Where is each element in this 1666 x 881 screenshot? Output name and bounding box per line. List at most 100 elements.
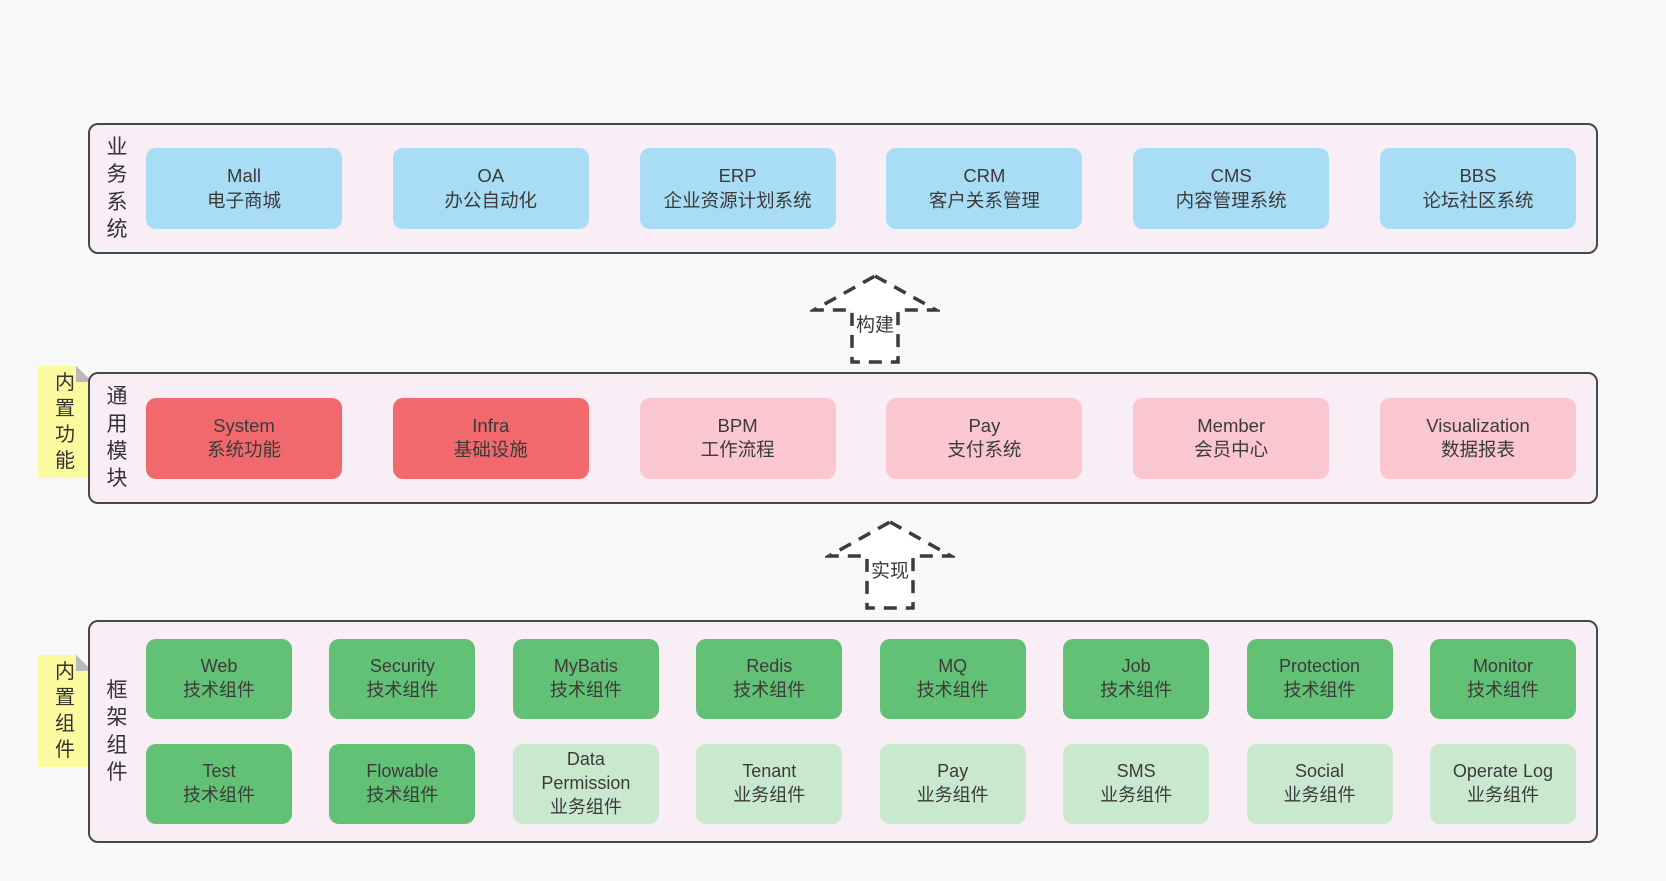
box-infra: Infra 基础设施 [392, 397, 589, 479]
box-title: Security [369, 656, 435, 677]
box-member: Member 会员中心 [1133, 397, 1330, 479]
box-social: Social 业务组件 [1246, 744, 1393, 824]
box-subtitle: 技术组件 [916, 680, 989, 700]
box-title: Monitor [1472, 656, 1533, 677]
panel-components-side-label: 框架组件 [106, 678, 128, 784]
sticky-note-text: 内置功能 [55, 372, 75, 472]
panel-business-systems: 业务系统 Mall 电子商城 OA 办公自动化 ERP 企业资源计划系统 CRM… [88, 123, 1598, 254]
box-title: MQ [938, 656, 968, 677]
box-web: Web 技术组件 [146, 639, 292, 719]
box-subtitle: 技术组件 [733, 680, 806, 700]
implement-arrow: 实现 [825, 518, 955, 612]
box-title: ERP [718, 165, 757, 187]
box-flowable: Flowable 技术组件 [329, 744, 476, 824]
box-title: Operate Log [1452, 761, 1553, 782]
panel-business-side-label: 业务系统 [106, 135, 128, 241]
box-mall: Mall 电子商城 [146, 148, 342, 229]
business-box-row: Mall 电子商城 OA 办公自动化 ERP 企业资源计划系统 CRM 客户关系… [130, 148, 1596, 229]
components-rows: Web 技术组件 Security 技术组件 MyBatis 技术组件 Redi… [130, 639, 1596, 824]
box-title: MyBatis [553, 656, 618, 677]
box-visualization: Visualization 数据报表 [1379, 397, 1576, 479]
box-crm: CRM 客户关系管理 [886, 148, 1083, 229]
box-subtitle: 业务组件 [1283, 785, 1356, 805]
box-tenant: Tenant 业务组件 [696, 744, 843, 824]
box-subtitle: 内容管理系统 [1175, 189, 1287, 211]
up-arrow-icon [810, 273, 940, 364]
box-title: Job [1121, 656, 1151, 677]
box-title: Data Permission [541, 749, 631, 794]
box-redis: Redis 技术组件 [696, 639, 843, 719]
sticky-note-builtin-features: 内置功能 [38, 366, 92, 478]
box-system: System 系统功能 [146, 397, 342, 479]
box-subtitle: 业务组件 [916, 785, 989, 805]
box-title: Visualization [1426, 414, 1530, 436]
components-row-2: Test 技术组件 Flowable 技术组件 Data Permission … [146, 744, 1576, 824]
box-title: BPM [717, 414, 758, 436]
sticky-note-builtin-components: 内置组件 [38, 655, 92, 767]
box-title: Pay [937, 761, 969, 782]
box-title: OA [477, 165, 505, 187]
box-subtitle: 业务组件 [1100, 785, 1173, 805]
box-data-permission: Data Permission 业务组件 [512, 744, 659, 824]
box-subtitle: 技术组件 [366, 680, 439, 700]
box-subtitle: 会员中心 [1194, 439, 1269, 460]
box-mq: MQ 技术组件 [879, 639, 1026, 719]
box-subtitle: 技术组件 [549, 680, 622, 700]
box-subtitle: 系统功能 [206, 439, 281, 460]
box-pay-business: Pay 业务组件 [879, 744, 1026, 824]
components-row-1: Web 技术组件 Security 技术组件 MyBatis 技术组件 Redi… [146, 639, 1576, 719]
box-subtitle: 技术组件 [183, 785, 255, 805]
box-title: Test [202, 761, 236, 782]
box-mybatis: MyBatis 技术组件 [512, 639, 659, 719]
box-subtitle: 工作流程 [700, 439, 775, 460]
build-arrow: 构建 [810, 272, 940, 366]
box-title: CRM [963, 165, 1006, 187]
box-bpm: BPM 工作流程 [639, 397, 836, 479]
box-title: Pay [968, 414, 1001, 436]
box-title: Infra [472, 414, 510, 436]
modules-box-row: System 系统功能 Infra 基础设施 BPM 工作流程 Pay 支付系统… [130, 397, 1596, 479]
box-job: Job 技术组件 [1063, 639, 1210, 719]
box-subtitle: 数据报表 [1440, 439, 1515, 460]
box-subtitle: 论坛社区系统 [1422, 189, 1534, 211]
box-protection: Protection 技术组件 [1246, 639, 1393, 719]
box-subtitle: 技术组件 [183, 680, 255, 700]
box-erp: ERP 企业资源计划系统 [639, 148, 836, 229]
box-subtitle: 企业资源计划系统 [663, 189, 812, 211]
box-subtitle: 业务组件 [733, 785, 806, 805]
box-operate-log: Operate Log 业务组件 [1429, 744, 1576, 824]
box-subtitle: 支付系统 [947, 439, 1022, 460]
sticky-note-text: 内置组件 [55, 661, 75, 761]
box-cms: CMS 内容管理系统 [1133, 148, 1330, 229]
box-subtitle: 业务组件 [1466, 785, 1539, 805]
box-monitor: Monitor 技术组件 [1429, 639, 1576, 719]
box-title: Social [1295, 761, 1345, 782]
box-subtitle: 基础设施 [453, 439, 528, 460]
box-title: BBS [1459, 165, 1497, 187]
implement-arrow-label: 实现 [870, 561, 909, 582]
box-title: Protection [1279, 656, 1361, 677]
box-oa: OA 办公自动化 [392, 148, 589, 229]
box-subtitle: 技术组件 [366, 785, 439, 805]
box-pay: Pay 支付系统 [886, 397, 1083, 479]
box-title: System [213, 414, 275, 436]
box-title: Member [1197, 414, 1266, 436]
panel-modules-side-label: 通用模块 [106, 385, 128, 491]
box-subtitle: 技术组件 [1283, 680, 1356, 700]
box-subtitle: 电子商城 [206, 189, 281, 211]
box-subtitle: 客户关系管理 [928, 189, 1040, 211]
build-arrow-label: 构建 [855, 315, 894, 336]
box-title: Mall [227, 165, 261, 187]
box-subtitle: 技术组件 [1466, 680, 1539, 700]
box-subtitle: 技术组件 [1100, 680, 1173, 700]
box-security: Security 技术组件 [329, 639, 476, 719]
box-title: CMS [1210, 165, 1252, 187]
box-title: SMS [1116, 761, 1156, 782]
box-bbs: BBS 论坛社区系统 [1379, 148, 1576, 229]
box-title: Tenant [742, 761, 797, 782]
box-title: Web [200, 656, 238, 677]
box-title: Flowable [366, 761, 439, 782]
box-subtitle: 业务组件 [549, 796, 622, 817]
box-sms: SMS 业务组件 [1063, 744, 1210, 824]
